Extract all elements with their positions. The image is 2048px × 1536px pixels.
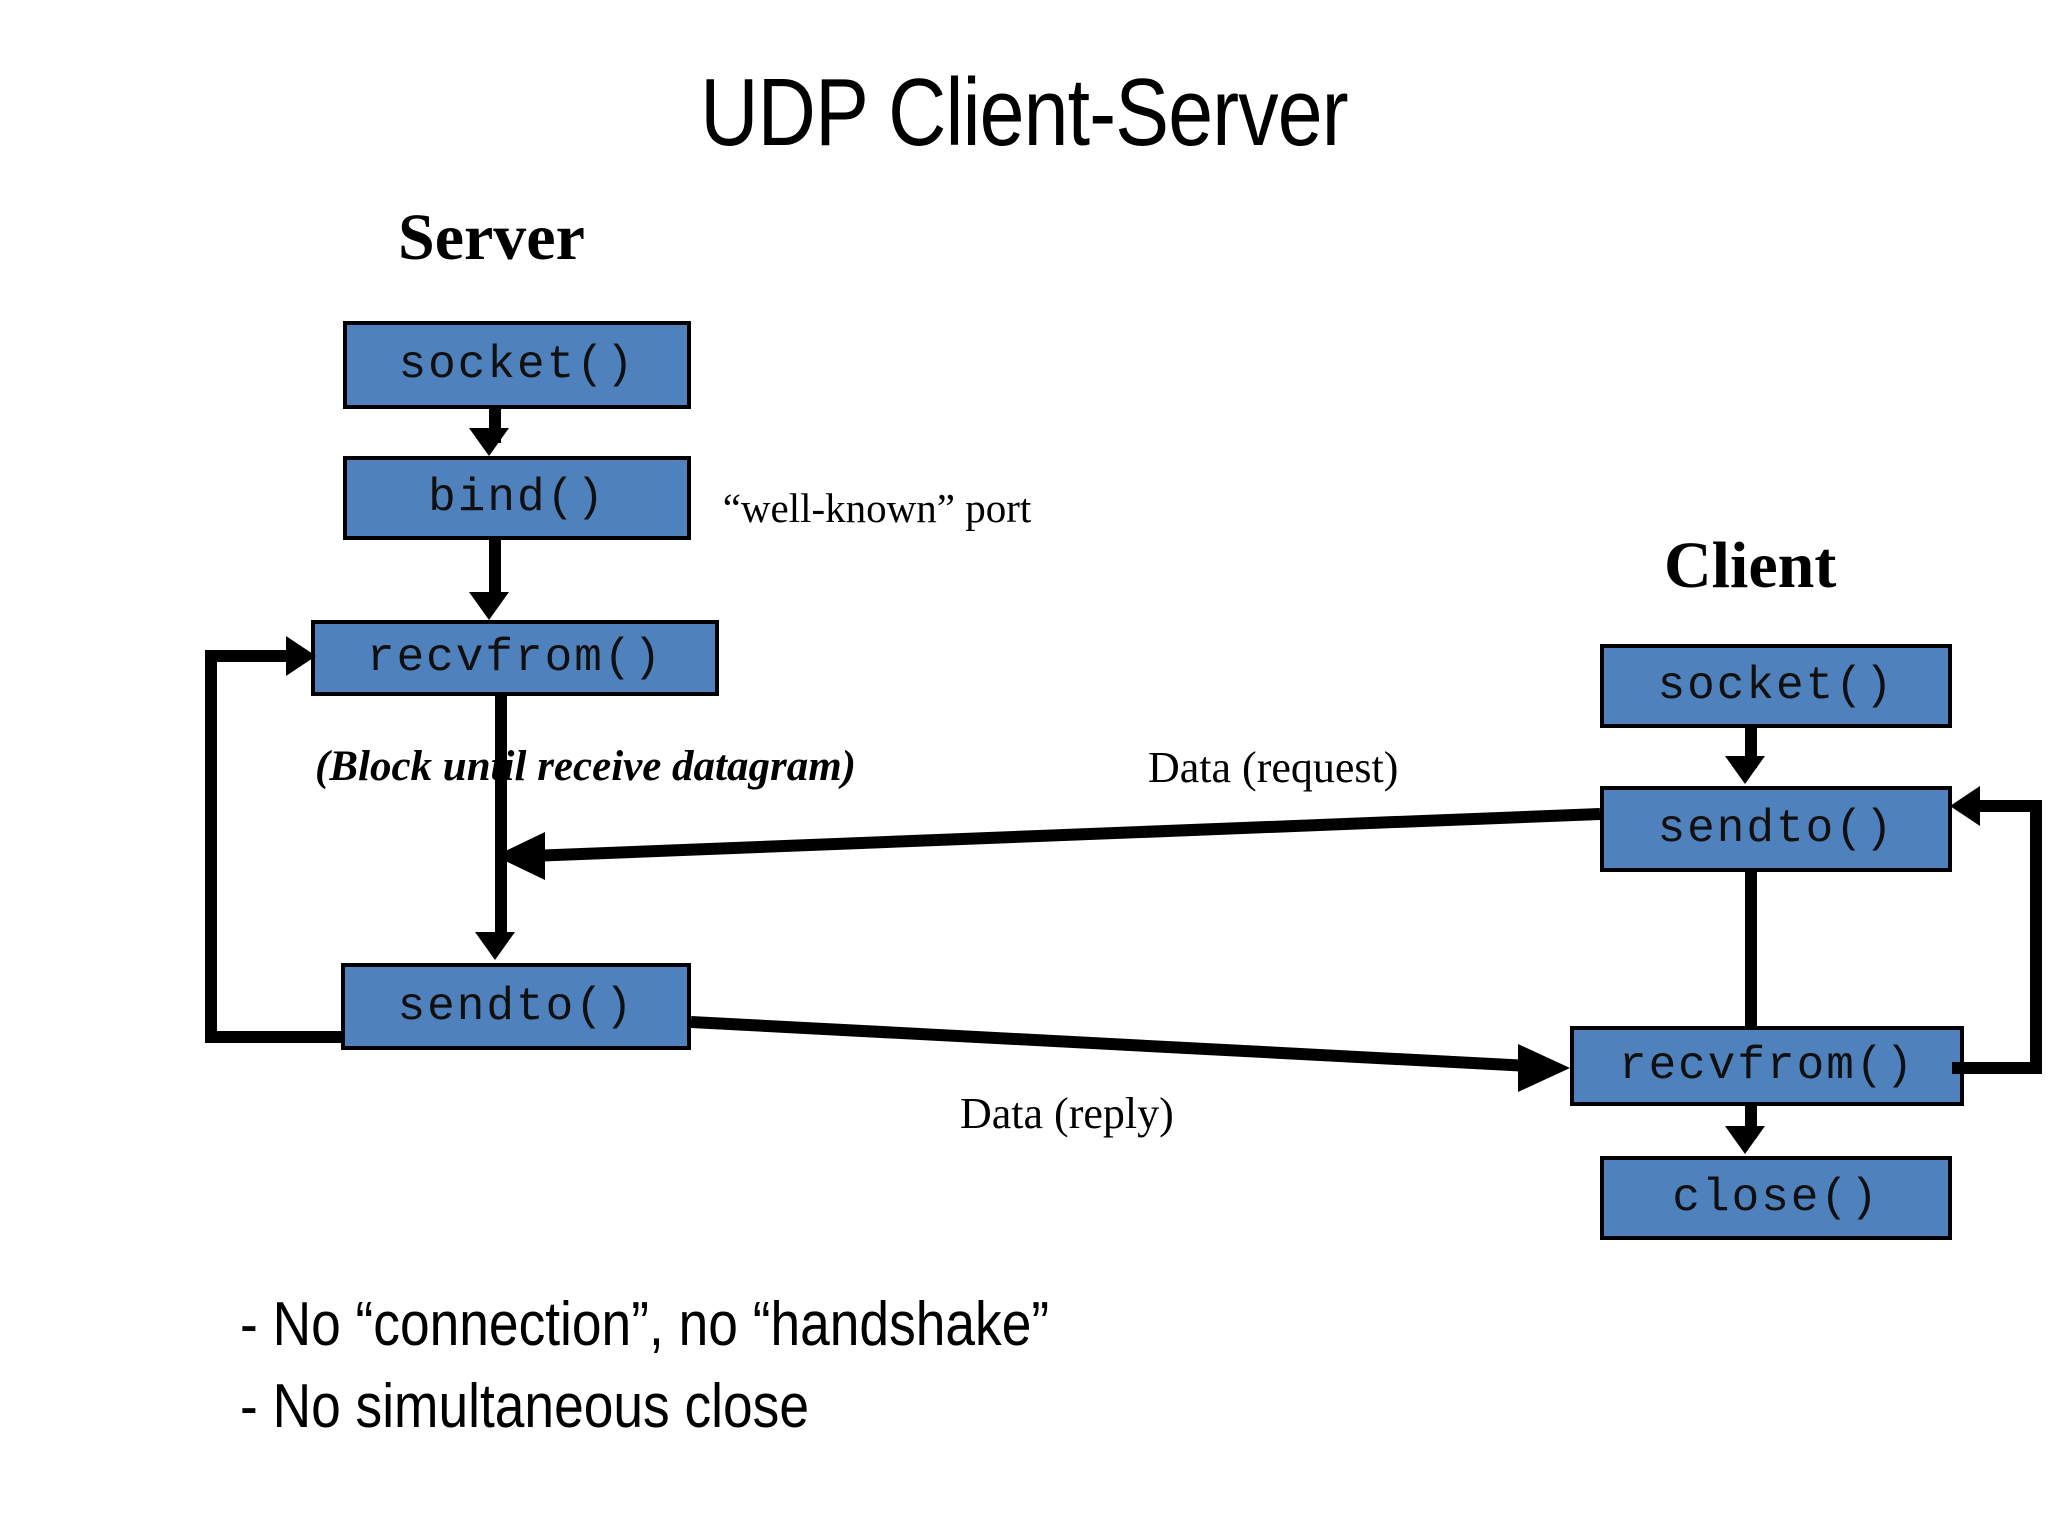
arrowhead-client-loop-into-sendto — [1950, 786, 1980, 826]
bullet-item-1: - No simultaneous close — [240, 1371, 810, 1441]
annotation-data-request: Data (request) — [1148, 743, 1399, 792]
annotation-block-note: (Block until receive datagram) — [315, 743, 857, 790]
arrowhead-server-recvfrom-to-sendto — [475, 932, 515, 960]
arrowhead-server-socket-to-bind — [469, 428, 509, 456]
client-step-socket[interactable]: socket() — [1600, 644, 1952, 728]
arrowhead-server-loop-into-recvfrom — [286, 636, 316, 676]
server-step-socket[interactable]: socket() — [343, 321, 691, 409]
connector-client-loop-top — [1980, 800, 2042, 812]
arrowhead-server-bind-to-recvfrom — [469, 592, 509, 620]
client-step-recvfrom[interactable]: recvfrom() — [1570, 1026, 1964, 1106]
server-step-recvfrom[interactable]: recvfrom() — [311, 620, 719, 696]
server-heading: Server — [398, 201, 585, 274]
bullet-item-0: - No “connection”, no “handshake” — [240, 1290, 1050, 1359]
annotation-well-known-port: “well-known” port — [722, 485, 1032, 531]
client-step-sendto[interactable]: sendto() — [1600, 786, 1952, 872]
connector-server-loop-top — [205, 650, 295, 662]
connector-server-bind-to-recvfrom — [489, 540, 501, 594]
line-data-request — [529, 808, 1601, 862]
arrowhead-client-recvfrom-to-close — [1725, 1126, 1765, 1154]
connector-client-loop-bottom — [1952, 1062, 2042, 1074]
arrowhead-client-socket-to-sendto — [1725, 756, 1765, 784]
page-title: UDP Client-Server — [700, 59, 1348, 166]
server-step-sendto[interactable]: sendto() — [341, 963, 691, 1050]
connector-client-loop-right — [2030, 800, 2042, 1074]
server-step-bind[interactable]: bind() — [343, 456, 691, 540]
connector-server-loop-bottom — [205, 1031, 345, 1043]
line-data-reply — [690, 1016, 1531, 1072]
connector-server-loop-left — [205, 650, 217, 1043]
arrowhead-data-reply — [1518, 1044, 1570, 1092]
client-step-close[interactable]: close() — [1600, 1156, 1952, 1240]
connector-client-sendto-to-recvfrom — [1745, 872, 1757, 1038]
bullet-list: - No “connection”, no “handshake” - No s… — [240, 1284, 1049, 1448]
connector-server-recvfrom-to-sendto — [495, 696, 507, 936]
client-heading: Client — [1664, 529, 1837, 602]
annotation-data-reply: Data (reply) — [960, 1089, 1174, 1138]
